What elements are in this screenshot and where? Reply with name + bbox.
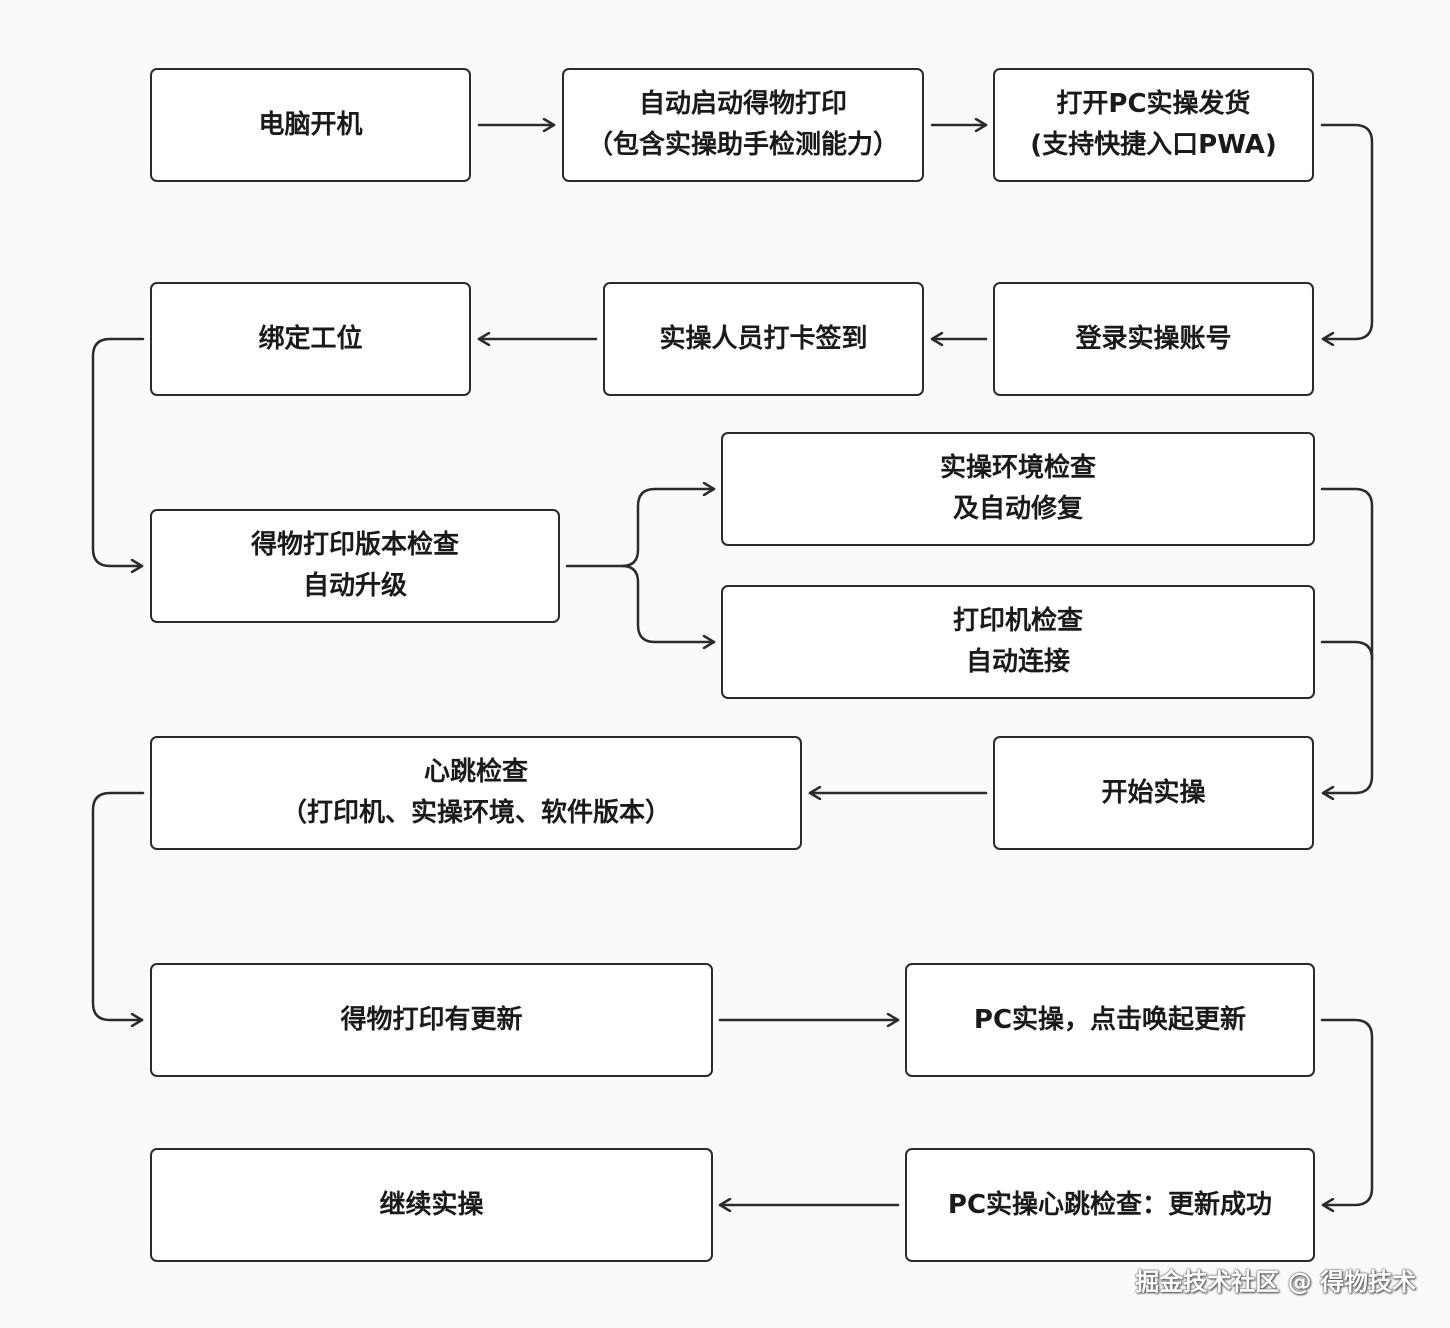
watermark: 掘金技术社区 @ 得物技术 — [1135, 1268, 1416, 1296]
edge-open-pc-to-login — [1320, 123, 1374, 339]
node-version-check-label: 得物打印版本检查 — [250, 530, 459, 560]
node-open-pc-label: 打开PC实操发货 — [1056, 89, 1251, 119]
node-version-check: 得物打印版本检查 自动升级 — [150, 509, 560, 623]
edge-env-check-to-start-op — [1320, 487, 1374, 793]
node-heartbeat-label: 心跳检查 — [423, 757, 528, 787]
node-version-check-sublabel: 自动升级 — [302, 571, 407, 601]
node-power-on-label: 电脑开机 — [258, 109, 363, 140]
node-bind-station: 绑定工位 — [150, 282, 471, 396]
node-auto-start-sublabel: （包含实操助手检测能力） — [586, 130, 899, 160]
node-heartbeat: 心跳检查 （打印机、实操环境、软件版本） — [150, 736, 802, 850]
node-printer-check-sublabel: 自动连接 — [965, 647, 1070, 677]
node-open-pc-sublabel: (支持快捷入口PWA) — [1030, 130, 1277, 160]
node-start-op: 开始实操 — [993, 736, 1314, 850]
edge-version-check-to-printer — [620, 564, 716, 642]
node-power-on: 电脑开机 — [150, 68, 471, 182]
edge-heartbeat-to-has-update — [91, 791, 145, 1020]
node-pc-update-label: PC实操，点击唤起更新 — [973, 1004, 1247, 1035]
node-auto-start-label: 自动启动得物打印 — [638, 89, 847, 119]
node-heartbeat-sublabel: （打印机、实操环境、软件版本） — [280, 798, 671, 828]
node-update-success: PC实操心跳检查：更新成功 — [905, 1148, 1315, 1262]
node-clock-in-label: 实操人员打卡签到 — [659, 323, 868, 354]
edge-printer-check-merge — [1320, 640, 1374, 661]
node-has-update-label: 得物打印有更新 — [340, 1004, 523, 1035]
node-env-check-sublabel: 及自动修复 — [952, 494, 1083, 524]
edge-bind-station-to-version-check — [91, 337, 145, 566]
node-env-check-label: 实操环境检查 — [939, 453, 1096, 483]
node-continue-op-label: 继续实操 — [379, 1189, 484, 1220]
node-login-label: 登录实操账号 — [1075, 323, 1232, 354]
node-update-success-label: PC实操心跳检查：更新成功 — [947, 1189, 1273, 1220]
node-printer-check-label: 打印机检查 — [952, 606, 1083, 636]
node-login: 登录实操账号 — [993, 282, 1314, 396]
node-bind-station-label: 绑定工位 — [258, 323, 363, 354]
node-printer-check: 打印机检查 自动连接 — [721, 585, 1315, 699]
node-open-pc: 打开PC实操发货 (支持快捷入口PWA) — [993, 68, 1314, 182]
node-pc-update: PC实操，点击唤起更新 — [905, 963, 1315, 1077]
node-env-check: 实操环境检查 及自动修复 — [721, 432, 1315, 546]
node-auto-start: 自动启动得物打印 （包含实操助手检测能力） — [562, 68, 924, 182]
node-clock-in: 实操人员打卡签到 — [603, 282, 924, 396]
node-start-op-label: 开始实操 — [1101, 777, 1206, 808]
edge-pc-update-to-update-success — [1320, 1018, 1374, 1205]
node-continue-op: 继续实操 — [150, 1148, 713, 1262]
node-has-update: 得物打印有更新 — [150, 963, 713, 1077]
edge-version-check-split — [565, 489, 716, 568]
